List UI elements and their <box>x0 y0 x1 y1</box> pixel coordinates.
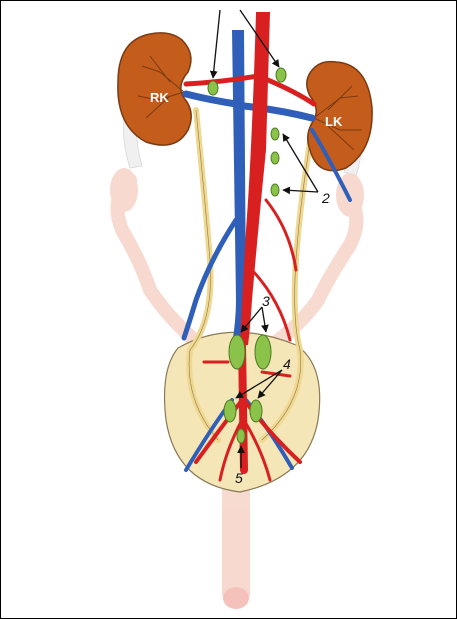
node-pelvic-r <box>224 400 236 422</box>
ghost-testis-left <box>110 168 138 212</box>
node-presacral <box>237 429 245 443</box>
label-2: 2 <box>321 190 330 206</box>
label-5: 5 <box>235 470 243 486</box>
renal-artery-right <box>186 76 258 84</box>
arrow-3b <box>262 307 266 332</box>
node-iliac-left <box>255 335 271 369</box>
node-renal-left <box>276 68 286 82</box>
node-para-2 <box>271 152 279 164</box>
node-iliac-right <box>229 335 245 369</box>
node-para-1 <box>271 128 279 140</box>
arrow-1a <box>213 10 220 78</box>
label-right-kidney: RK <box>150 90 169 105</box>
right-kidney <box>118 33 191 145</box>
node-renal-right <box>208 81 218 95</box>
ghost-glans <box>223 587 249 609</box>
label-3: 3 <box>262 293 270 309</box>
label-4: 4 <box>283 356 291 372</box>
node-pelvic-l <box>250 400 262 422</box>
gonadal-artery-left <box>266 200 296 270</box>
renal-vein-right <box>186 94 236 104</box>
node-para-3 <box>271 184 279 196</box>
label-left-kidney: LK <box>325 114 343 129</box>
